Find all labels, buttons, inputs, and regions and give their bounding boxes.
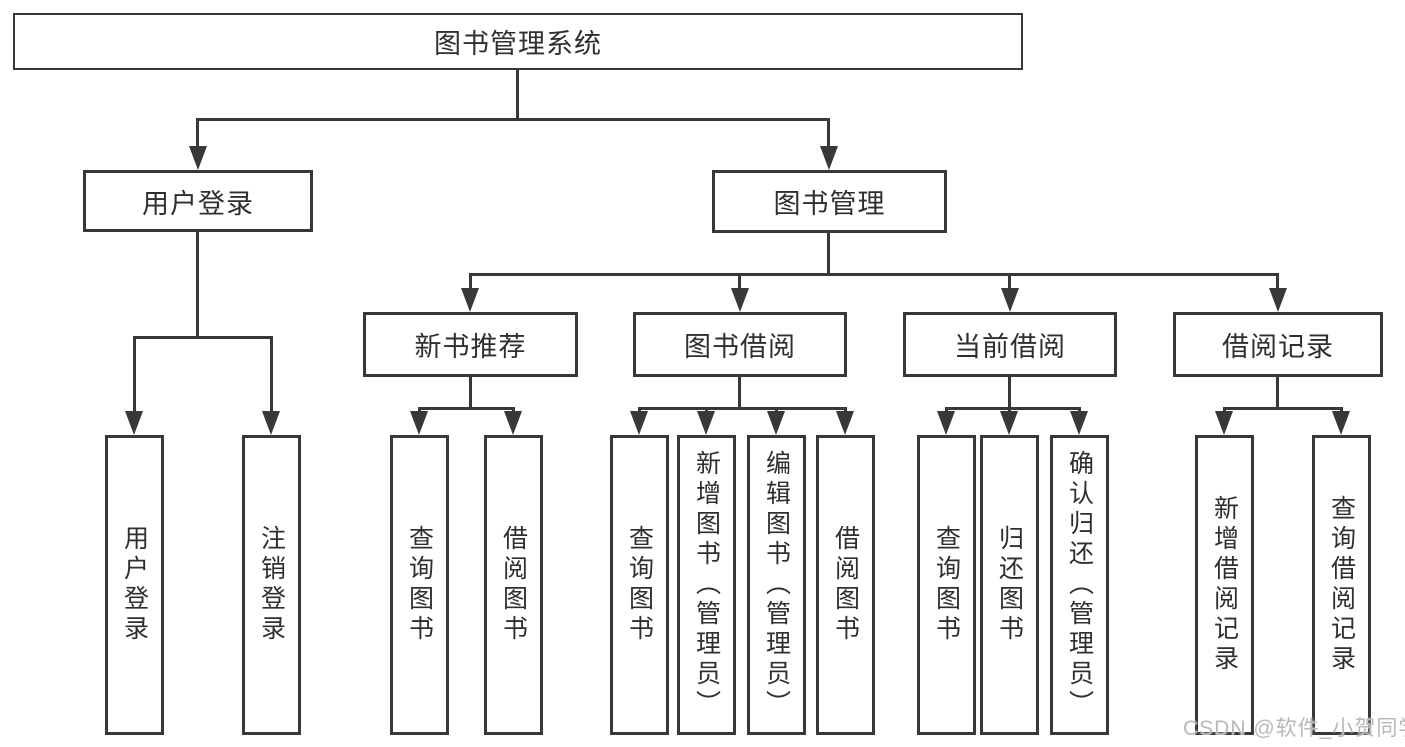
connector <box>738 273 741 291</box>
connector <box>469 273 472 291</box>
connector <box>827 233 830 275</box>
leaf-user-login: 用户登录 <box>105 435 164 735</box>
node-user-login: 用户登录 <box>83 170 313 232</box>
connector <box>270 336 273 413</box>
arrow-down-icon <box>767 411 785 435</box>
node-new-book-recommendation: 新书推荐 <box>363 312 578 377</box>
connector <box>469 377 472 410</box>
connector <box>196 118 199 148</box>
connector <box>196 118 830 121</box>
arrow-down-icon <box>1269 288 1287 312</box>
connector <box>1276 377 1279 410</box>
leaf-confirm-return-admin: 确认归还（管理员） <box>1050 435 1109 735</box>
connector <box>1276 273 1279 291</box>
arrow-down-icon <box>262 411 280 435</box>
leaf-borrow-books: 借阅图书 <box>816 435 875 735</box>
leaf-borrow-books-recommend: 借阅图书 <box>484 435 543 735</box>
leaf-logout: 注销登录 <box>242 435 301 735</box>
connector <box>738 377 741 410</box>
leaf-query-books-current: 查询图书 <box>917 435 976 735</box>
arrow-down-icon <box>1332 411 1350 435</box>
arrow-down-icon <box>461 288 479 312</box>
connector <box>827 118 830 148</box>
leaf-add-borrow-record: 新增借阅记录 <box>1195 435 1254 735</box>
connector <box>516 70 519 118</box>
connector <box>1223 407 1343 410</box>
arrow-down-icon <box>1070 411 1088 435</box>
node-borrowing-records: 借阅记录 <box>1173 312 1383 377</box>
connector <box>196 232 199 336</box>
connector <box>133 336 273 339</box>
csdn-watermark: CSDN @软件_小贺同学 <box>1183 717 1405 740</box>
arrow-down-icon <box>410 411 428 435</box>
connector <box>1008 273 1011 291</box>
leaf-query-books-borrowing: 查询图书 <box>610 435 669 735</box>
arrow-down-icon <box>125 411 143 435</box>
node-book-management-system: 图书管理系统 <box>13 13 1023 70</box>
arrow-down-icon <box>937 411 955 435</box>
node-current-borrowing: 当前借阅 <box>903 312 1117 377</box>
arrow-down-icon <box>1001 288 1019 312</box>
connector <box>469 273 1279 276</box>
leaf-query-borrow-record: 查询借阅记录 <box>1312 435 1371 735</box>
arrow-down-icon <box>189 146 207 170</box>
arrow-down-icon <box>731 288 749 312</box>
connector <box>945 407 1081 410</box>
connector <box>133 336 136 413</box>
leaf-edit-books-admin: 编辑图书（管理员） <box>747 435 806 735</box>
arrow-down-icon <box>1215 411 1233 435</box>
connector <box>1008 377 1011 410</box>
arrow-down-icon <box>820 146 838 170</box>
connector <box>638 407 847 410</box>
leaf-return-books: 归还图书 <box>980 435 1039 735</box>
arrow-down-icon <box>630 411 648 435</box>
arrow-down-icon <box>1000 411 1018 435</box>
arrow-down-icon <box>697 411 715 435</box>
node-book-management: 图书管理 <box>712 170 947 233</box>
leaf-add-books-admin: 新增图书（管理员） <box>677 435 736 735</box>
arrow-down-icon <box>504 411 522 435</box>
arrow-down-icon <box>836 411 854 435</box>
node-book-borrowing: 图书借阅 <box>633 312 847 377</box>
connector <box>418 407 515 410</box>
leaf-query-books-recommend: 查询图书 <box>390 435 449 735</box>
